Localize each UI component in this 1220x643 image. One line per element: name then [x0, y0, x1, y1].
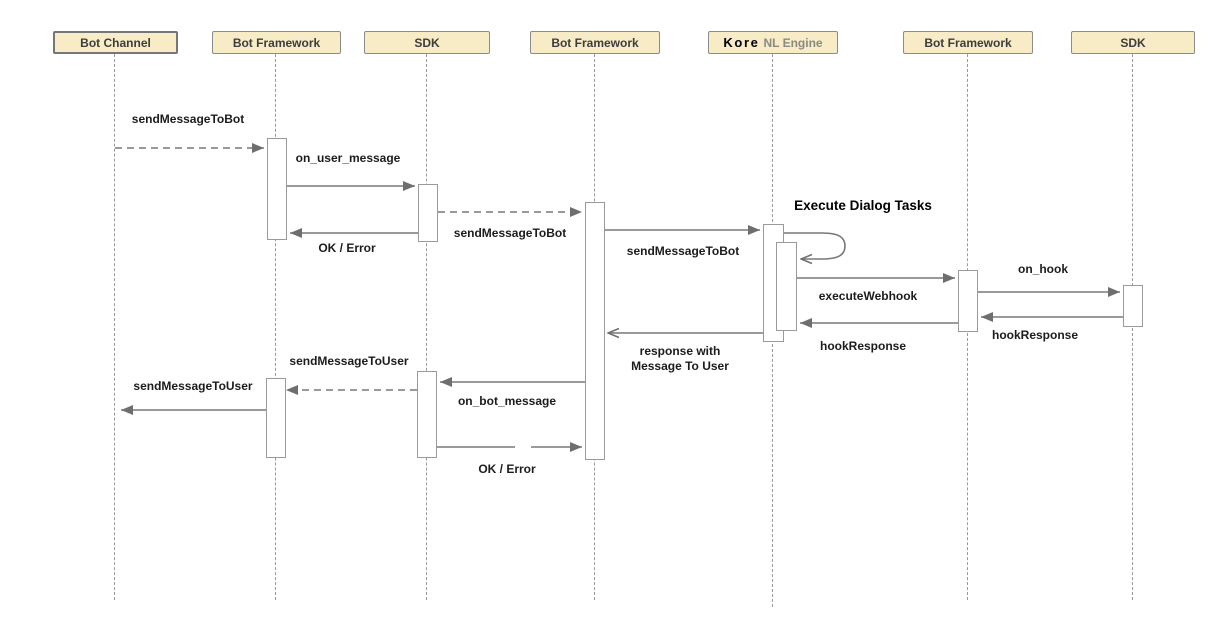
participant-label: SDK [1120, 35, 1146, 50]
message-label-response-with-message: response with Message To User [631, 344, 729, 373]
activation-sdk-1b [417, 371, 437, 458]
participant-label: Bot Framework [924, 35, 1012, 50]
message-label-on-hook: on_hook [1018, 262, 1068, 276]
participant-bot-framework-3: Bot Framework [903, 31, 1033, 54]
message-label-sendmessagetobot-1: sendMessageToBot [131, 112, 245, 126]
participant-label: Bot Framework [232, 35, 321, 50]
message-label-ok-error-1: OK / Error [318, 241, 376, 255]
activation-bot-framework-2 [585, 202, 605, 460]
activation-sdk-2 [1123, 285, 1143, 327]
participant-sdk-2: SDK [1071, 31, 1195, 54]
activation-sdk-1a [418, 184, 438, 242]
message-label-sendmessagetobot-3: sendMessageToBot [626, 244, 740, 258]
message-label-executewebhook: executeWebhook [818, 289, 918, 303]
activation-kore-nested [776, 242, 797, 331]
message-label-hookresponse-1: hookResponse [991, 328, 1079, 342]
message-label-sendmessagetouser-2: sendMessageToUser [133, 379, 253, 393]
participant-bot-framework-1: Bot Framework [212, 31, 341, 54]
activation-bot-framework-3 [958, 270, 978, 332]
activation-bot-framework-1a [267, 138, 287, 240]
message-label-sendmessagetouser-1: sendMessageToUser [289, 354, 409, 368]
message-label-hookresponse-2: hookResponse [819, 339, 907, 353]
message-label-sendmessagetobot-2: sendMessageToBot [453, 226, 567, 240]
message-label-execute-dialog-tasks: Execute Dialog Tasks [794, 198, 932, 213]
participant-kore-nl-engine: Kore NL Engine [708, 31, 838, 54]
participant-sdk-1: SDK [364, 31, 490, 54]
message-label-on-bot-message: on_bot_message [457, 394, 557, 408]
participant-label: SDK [414, 35, 440, 50]
lifeline-bot-channel [114, 54, 115, 600]
message-label-on-user-message: on_user_message [295, 151, 401, 165]
lifeline-sdk-2 [1132, 54, 1133, 600]
participant-label: Bot Channel [80, 35, 151, 50]
message-label-ok-error-2: OK / Error [478, 462, 536, 476]
lifeline-bot-framework-1 [275, 54, 276, 600]
participant-label: Bot Framework [551, 35, 639, 50]
kore-logo-text: Kore [723, 35, 760, 50]
participant-label: NL Engine [763, 35, 823, 50]
participant-bot-channel: Bot Channel [53, 31, 178, 54]
lifeline-sdk-1 [426, 54, 427, 600]
activation-bot-framework-1b [266, 378, 286, 458]
participant-bot-framework-2: Bot Framework [530, 31, 660, 54]
